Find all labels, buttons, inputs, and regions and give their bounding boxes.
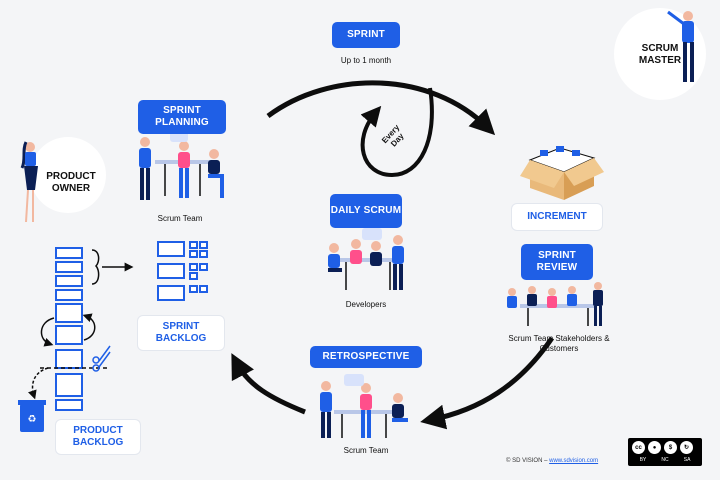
- sa-label: SA: [683, 457, 691, 463]
- product-owner-figure: [20, 141, 38, 223]
- selection-bracket: [91, 249, 100, 285]
- sprint-review-label: SPRINT REVIEW: [521, 244, 593, 280]
- sprint-review-team: [507, 282, 603, 326]
- reorder-arrow-right: [82, 313, 96, 341]
- nc-label: NC: [661, 457, 669, 463]
- increment-box-illustration: [520, 146, 604, 200]
- sprint-backlog-label: SPRINT BACKLOG: [138, 316, 224, 350]
- by-label: BY: [639, 457, 647, 463]
- sprint-backlog-grid: [157, 241, 208, 301]
- reorder-arrow-left: [40, 317, 55, 347]
- increment-label: INCREMENT: [512, 204, 602, 230]
- svg-text:♻: ♻: [28, 414, 37, 425]
- product-backlog-label: PRODUCT BACKLOG: [56, 420, 140, 454]
- retrospective-caption: Scrum Team: [343, 446, 389, 455]
- sprint-planning-team: [139, 130, 224, 200]
- sprint-duration: Up to 1 month: [340, 56, 392, 65]
- recycle-bin-icon: ♻: [18, 400, 46, 432]
- product-owner-label: PRODUCT OWNER: [46, 171, 96, 194]
- sa-icon: ↻: [680, 441, 693, 454]
- scrum-master-figure: [667, 10, 694, 82]
- website-link[interactable]: www.sdvision.com: [549, 458, 599, 464]
- sprint-review-caption: Scrum Team Stakeholders & Customers: [508, 334, 610, 353]
- daily-scrum-team: [328, 228, 404, 290]
- copyright-footer: © SD VISION – www.sdvision.com: [506, 458, 598, 464]
- daily-scrum-label: DAILY SCRUM: [330, 194, 402, 228]
- creative-commons-badge: cc ● $ ↻ BY NC SA: [628, 438, 702, 466]
- copyright-text: © SD VISION –: [506, 458, 548, 464]
- by-icon: ●: [648, 441, 661, 454]
- product-backlog-stack: [55, 247, 83, 411]
- daily-scrum-caption: Developers: [345, 300, 387, 309]
- scrum-master-label: SCRUM MASTER: [638, 43, 682, 66]
- nc-icon: $: [664, 441, 677, 454]
- cycle-arrow-left: [231, 353, 306, 415]
- product-owner-circle: [30, 137, 106, 213]
- cc-icon: cc: [632, 441, 645, 454]
- sprint-planning-label: SPRINT PLANNING: [138, 100, 226, 134]
- discard-arrow: [28, 367, 49, 400]
- retrospective-label: RETROSPECTIVE: [310, 346, 422, 368]
- sprint-planning-caption: Scrum Team: [157, 214, 203, 223]
- retrospective-team: [320, 374, 408, 438]
- sprint-label: SPRINT: [332, 22, 400, 48]
- cycle-arrow-top: [266, 80, 496, 136]
- daily-loop-arrow: [360, 87, 434, 178]
- scissors-icon: [92, 345, 111, 372]
- cycle-arrow-right: [420, 336, 555, 430]
